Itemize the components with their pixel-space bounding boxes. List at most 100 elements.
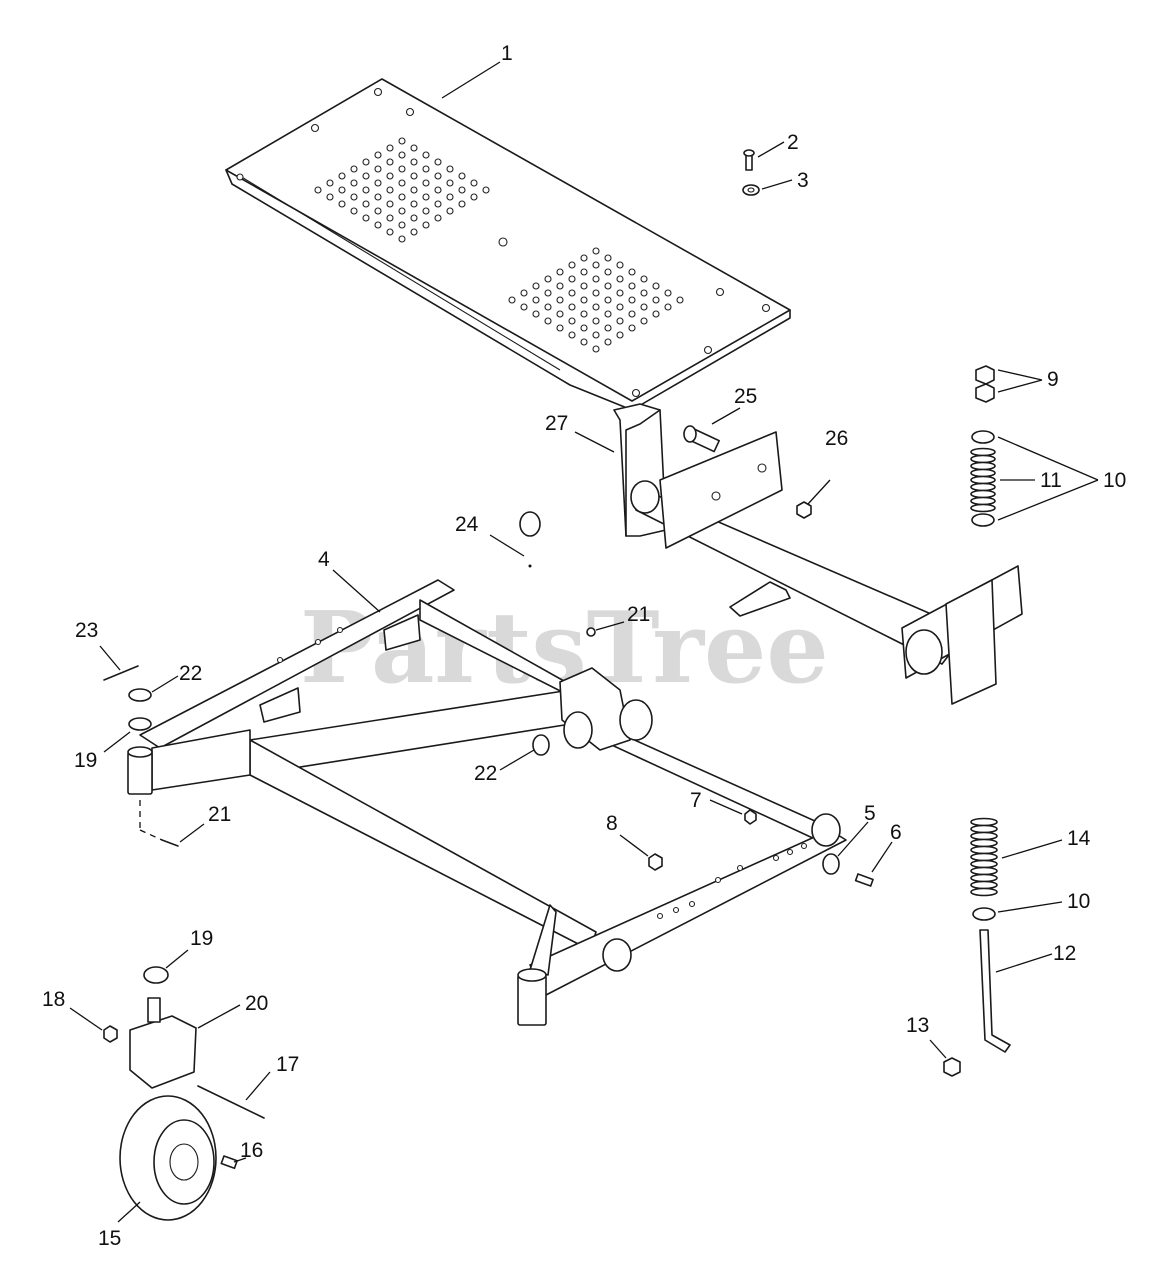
perforation-hole <box>482 186 490 194</box>
perforation-hole <box>628 324 636 332</box>
part-14-spring[interactable] <box>970 817 998 897</box>
part-21-pin-lower[interactable] <box>161 839 179 847</box>
perforation-hole <box>556 296 564 304</box>
part-22-washer-left[interactable] <box>128 688 152 702</box>
perforation-hole <box>556 324 564 332</box>
callout-16: 16 <box>240 1139 263 1162</box>
perforation-hole <box>556 282 564 290</box>
perforation-hole <box>604 324 612 332</box>
part-23-cotter[interactable] <box>103 665 139 681</box>
part-21-pin-upper[interactable] <box>586 627 596 637</box>
perforation-hole <box>410 144 418 152</box>
perforation-hole <box>362 214 370 222</box>
part-20-caster-fork[interactable] <box>129 997 197 1089</box>
perforation-hole <box>422 207 430 215</box>
frame-hole <box>736 864 744 872</box>
perforation-hole <box>362 186 370 194</box>
part-12-rod[interactable] <box>979 929 1011 1053</box>
perforation-hole <box>422 179 430 187</box>
perforation-hole <box>580 254 588 262</box>
perforation-hole <box>374 151 382 159</box>
perforation-hole <box>422 151 430 159</box>
perforation-hole <box>616 289 624 297</box>
perforation-hole <box>326 193 334 201</box>
perforation-group-b <box>508 247 684 353</box>
perforation-hole <box>410 214 418 222</box>
part-16-bolt[interactable] <box>220 1155 238 1170</box>
perforation-hole <box>446 179 454 187</box>
part-4-frame[interactable] <box>127 579 847 1026</box>
perforation-hole <box>374 221 382 229</box>
perforation-hole <box>592 345 600 353</box>
perforation-hole <box>398 207 406 215</box>
callout-14: 14 <box>1067 827 1091 850</box>
frame-hole <box>800 842 808 850</box>
part-17-axle-bolt[interactable] <box>197 1085 265 1119</box>
perforation-hole <box>350 165 358 173</box>
spring-coil <box>970 496 996 506</box>
part-26-nut[interactable] <box>796 501 812 519</box>
spring-coil <box>970 482 996 492</box>
perforation-hole <box>544 275 552 283</box>
callout-21-lower: 21 <box>208 803 231 826</box>
perforation-hole <box>458 172 466 180</box>
perforation-hole <box>616 331 624 339</box>
perforation-hole <box>434 214 442 222</box>
perforation-hole <box>604 296 612 304</box>
callout-21-upper: 21 <box>627 603 650 626</box>
perforation-hole <box>676 296 684 304</box>
perforation-hole <box>350 207 358 215</box>
callout-9: 9 <box>1047 368 1059 391</box>
part-8-nut[interactable] <box>648 853 663 871</box>
callout-7: 7 <box>690 789 702 812</box>
perforation-hole <box>314 186 322 194</box>
part-19-bushing-lower[interactable] <box>143 966 169 984</box>
perforation-hole <box>386 172 394 180</box>
part-24-clip[interactable] <box>519 511 541 568</box>
part-1-platform-plate[interactable] <box>225 78 791 411</box>
part-22-bushing-mid[interactable] <box>532 734 550 756</box>
callout-1: 1 <box>501 42 513 65</box>
perforation-hole <box>374 193 382 201</box>
perforation-hole <box>664 303 672 311</box>
perforation-hole <box>652 282 660 290</box>
part-7-nut[interactable] <box>744 809 757 825</box>
spring-coil <box>970 873 998 883</box>
frame-hole <box>688 900 696 908</box>
part-25-bolt[interactable] <box>683 425 720 453</box>
perforation-hole <box>604 282 612 290</box>
spring-coil <box>970 838 998 848</box>
callout-15: 15 <box>98 1227 121 1250</box>
perforation-hole <box>580 282 588 290</box>
perforation-hole <box>458 186 466 194</box>
perforation-hole <box>398 235 406 243</box>
part-10-washer-upper[interactable] <box>971 430 995 527</box>
part-6-bolt[interactable] <box>854 873 874 887</box>
perforation-hole <box>398 221 406 229</box>
part-5-bushing[interactable] <box>822 853 840 875</box>
spring-coil <box>970 454 996 464</box>
perforation-hole <box>386 228 394 236</box>
part-2-bolt[interactable] <box>743 149 755 171</box>
perforation-hole <box>410 158 418 166</box>
callout-13: 13 <box>906 1014 929 1037</box>
part-18-nut[interactable] <box>103 1025 118 1043</box>
perforation-hole <box>652 310 660 318</box>
perforation-hole <box>592 247 600 255</box>
perforation-hole <box>338 200 346 208</box>
part-9-nuts[interactable] <box>975 365 995 403</box>
spring-coil <box>970 831 998 841</box>
part-13-nut[interactable] <box>943 1057 961 1077</box>
part-19-bushing-upper[interactable] <box>128 717 152 731</box>
perforation-hole <box>386 158 394 166</box>
perforation-hole <box>398 151 406 159</box>
part-3-washer[interactable] <box>742 184 760 196</box>
part-15-wheel[interactable] <box>119 1095 217 1221</box>
perforation-hole <box>422 193 430 201</box>
part-11-spring[interactable] <box>970 447 996 513</box>
perforation-hole <box>410 172 418 180</box>
spring-coil <box>970 824 998 834</box>
part-10-washer-lower[interactable] <box>972 907 996 921</box>
perforation-hole <box>628 268 636 276</box>
callout-27: 27 <box>545 412 568 435</box>
